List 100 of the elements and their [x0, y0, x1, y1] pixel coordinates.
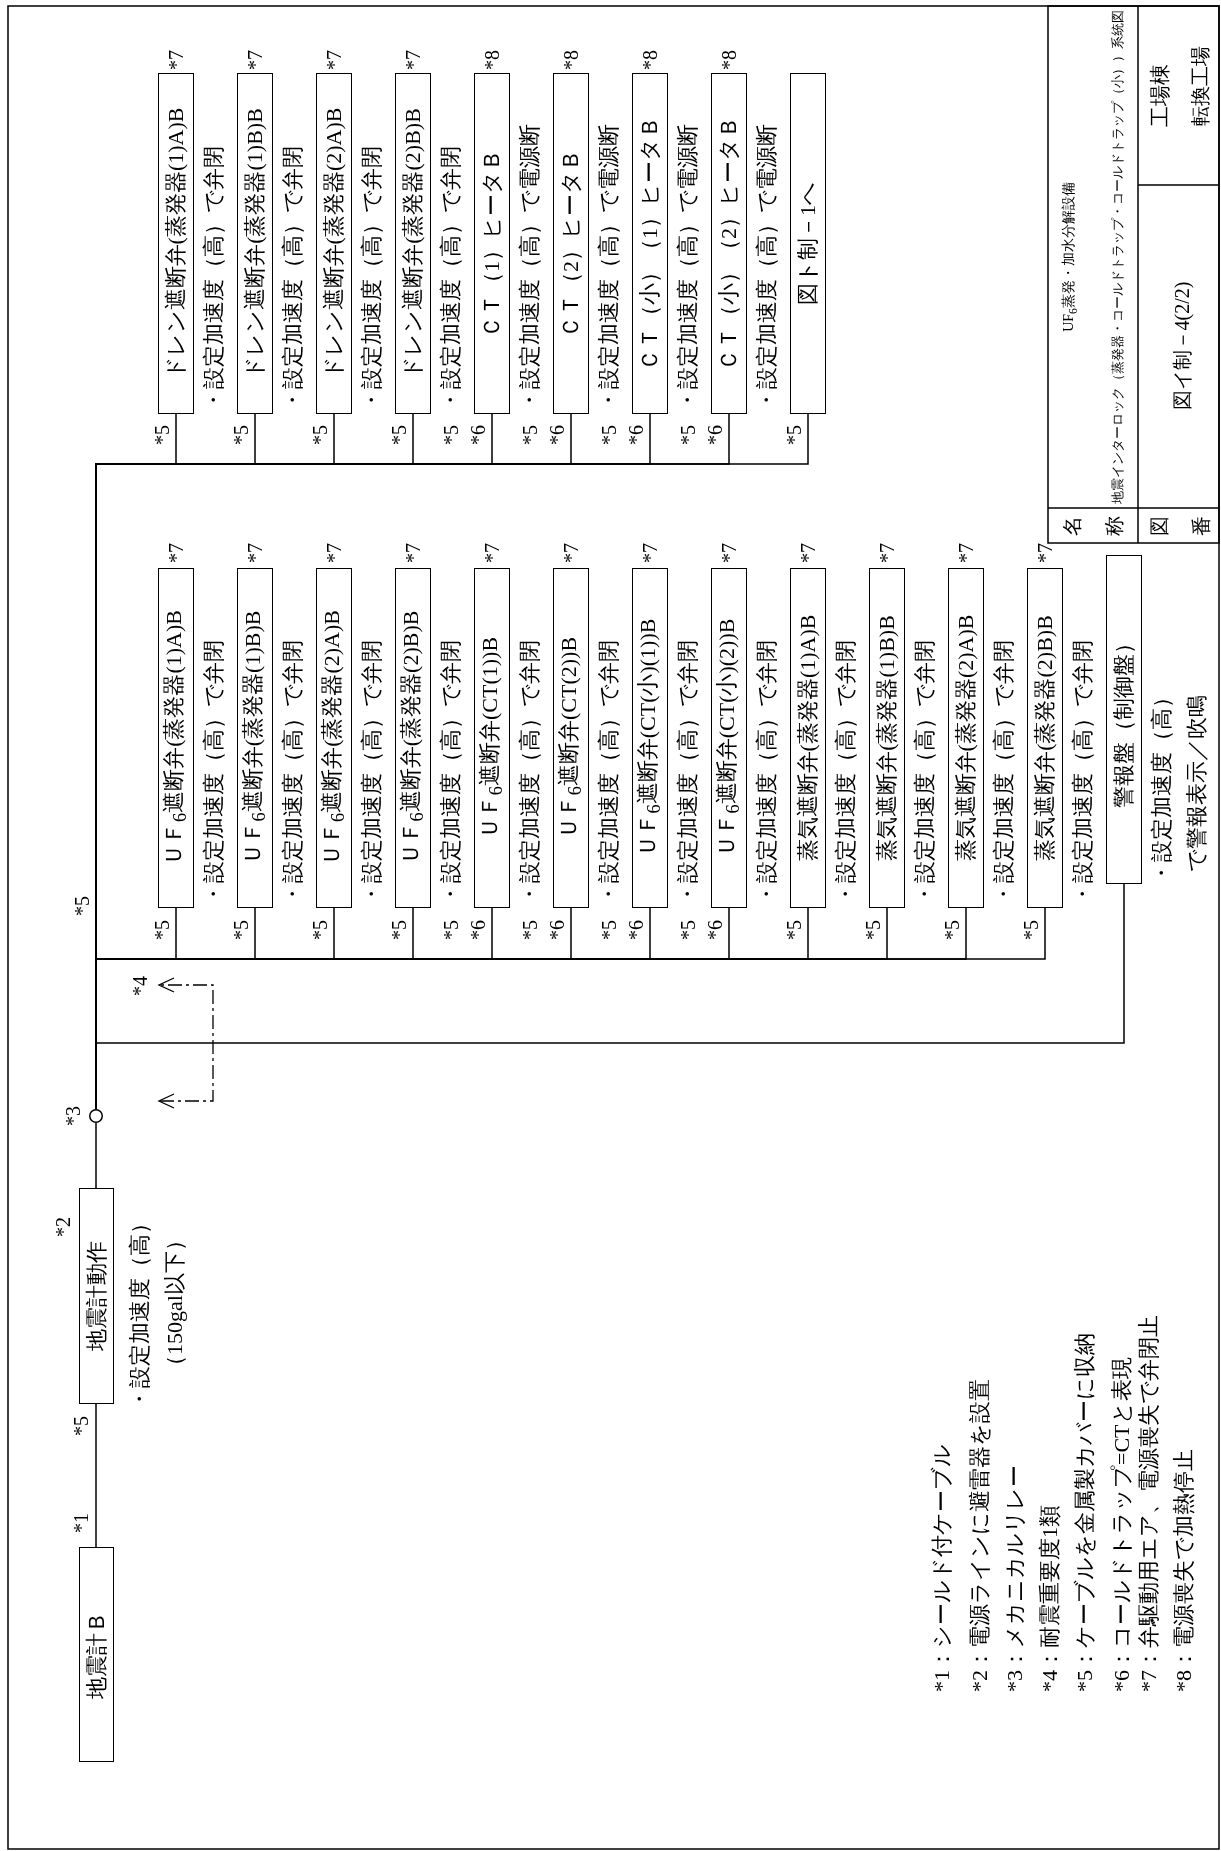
- condition-note: ・設定加速度（高）で電源断: [677, 124, 699, 411]
- device-name: ドレン遮断弁(蒸発器(2)B)B: [402, 108, 424, 379]
- device-name: ドレン遮断弁(蒸発器(2)A)B: [323, 107, 345, 380]
- footnote-marker: *5: [678, 920, 698, 940]
- footnote-marker: *7: [877, 543, 897, 563]
- footnote-marker: *8: [719, 50, 739, 70]
- condition-note: ・設定加速度（高）で弁閉: [282, 146, 304, 411]
- footnote-marker: *8: [561, 50, 581, 70]
- footnote-marker: *5: [784, 920, 804, 940]
- footnote-marker: *7: [324, 50, 344, 70]
- footnote-marker: *6: [705, 425, 725, 445]
- footnote-marker: *7: [166, 50, 186, 70]
- footnote-marker: *5: [520, 920, 540, 940]
- footnote-text: *4：耐震重要度1類: [1039, 1505, 1061, 1692]
- device-name: ＣＴ（小）（2）ヒータＢ: [718, 116, 740, 371]
- condition-note: ・設定加速度（高）で電源断: [598, 124, 620, 411]
- footnote-marker: *3: [63, 1106, 83, 1126]
- device-name: 図ト制－1へ: [797, 182, 819, 305]
- device-name: 地震計動作: [85, 1241, 108, 1351]
- condition-note: ・設定加速度（高）で弁閉: [361, 640, 383, 905]
- footnote-marker: *7: [245, 50, 265, 70]
- footnote-text: *3：メカニカルリレー: [1004, 1465, 1026, 1692]
- condition-note: ・設定加速度（高）で弁閉: [677, 640, 699, 905]
- footnote-marker: *5: [1021, 920, 1041, 940]
- condition-note: ・設定加速度（高）で弁閉: [756, 640, 778, 905]
- footnote-marker: *5: [784, 425, 804, 445]
- footnote-marker: *5: [678, 425, 698, 445]
- footnote-marker: *7: [798, 543, 818, 563]
- condition-note: ・設定加速度（高）で弁閉: [1072, 640, 1094, 905]
- footnote-marker: *7: [403, 50, 423, 70]
- footnote-marker: *7: [561, 543, 581, 563]
- footnote-marker: *5: [599, 425, 619, 445]
- footnote-marker: *7: [166, 543, 186, 563]
- footnote-text: *2：電源ラインに避雷器を設置: [969, 1379, 991, 1692]
- footnote-marker: *6: [626, 425, 646, 445]
- condition-note: ・設定加速度（高）で弁閉: [203, 640, 225, 905]
- footnote-marker: *7: [324, 543, 344, 563]
- condition-note: ・設定加速度（高）で弁閉: [835, 640, 857, 905]
- condition-note: で警報表示／吹鳴: [1186, 695, 1208, 872]
- device-name: ドレン遮断弁(蒸発器(1)A)B: [165, 107, 187, 380]
- condition-note: ・設定加速度（高）で弁閉: [598, 640, 620, 905]
- footnote-text: *1：シールド付ケーブル: [931, 1444, 953, 1692]
- footnote-marker: *7: [403, 543, 423, 563]
- condition-note: ・設定加速度（高）で弁閉: [440, 640, 462, 905]
- footnote-marker: *5: [389, 920, 409, 940]
- footnote-marker: *5: [441, 425, 461, 445]
- footnote-marker: *6: [705, 920, 725, 940]
- device-name: ドレン遮断弁(蒸発器(1)B)B: [244, 108, 266, 379]
- footnote-marker: *5: [231, 920, 251, 940]
- footnote-marker: *7: [640, 543, 660, 563]
- footnote-text: *7：弁駆動用エア、電源喪失で弁閉止: [1138, 1315, 1160, 1692]
- device-name: ＣＴ（小）（1）ヒータＢ: [639, 116, 661, 371]
- footnote-marker: *5: [310, 920, 330, 940]
- footnote-marker: *6: [547, 920, 567, 940]
- condition-note: ・設定加速度（高）で弁閉: [282, 640, 304, 905]
- device-name: 蒸気遮断弁(蒸発器(2)A)B: [955, 614, 977, 862]
- footnote-marker: *4: [130, 976, 150, 996]
- condition-note: （150gal以下）: [164, 1229, 186, 1377]
- footnote-text: *8：電源喪失で加熱停止: [1173, 1449, 1195, 1692]
- title-block-text: 図イ制－4(2/2): [1172, 281, 1192, 411]
- footnote-marker: *5: [152, 425, 172, 445]
- footnote-marker: *5: [389, 425, 409, 445]
- device-box: [790, 73, 826, 414]
- device-name: 蒸気遮断弁(蒸発器(2)B)B: [1034, 615, 1056, 861]
- device-box: [79, 1547, 114, 1762]
- title-block-text: 工場棟: [1149, 63, 1171, 127]
- footnote-marker: *1: [71, 1513, 91, 1533]
- title-block-text: 名称: [1060, 514, 1126, 538]
- condition-note: ・設定加速度（高）で弁閉: [440, 146, 462, 411]
- footnote-text: *5：ケーブルを金属製カバーに収納: [1074, 1333, 1096, 1692]
- footnote-marker: *6: [468, 920, 488, 940]
- footnote-marker: *5: [310, 425, 330, 445]
- footnote-marker: *5: [441, 920, 461, 940]
- footnote-marker: *5: [863, 920, 883, 940]
- footnote-marker: *7: [482, 543, 502, 563]
- device-name: ＣＴ（1）ヒータＢ: [481, 149, 503, 338]
- footnote-marker: *5: [942, 920, 962, 940]
- footnote-marker: *8: [640, 50, 660, 70]
- footnote-marker: *6: [468, 425, 488, 445]
- footnote-marker: *7: [956, 543, 976, 563]
- footnote-marker: *7: [719, 543, 739, 563]
- condition-note: ・設定加速度（高）で弁閉: [519, 640, 541, 905]
- device-name: ＣＴ（2）ヒータＢ: [560, 149, 582, 338]
- footnote-marker: *6: [626, 920, 646, 940]
- device-name: 警報盤（制御盤）: [1113, 631, 1135, 808]
- relay-circle: [89, 1109, 103, 1123]
- device-name: 地震計Ｂ: [85, 1610, 108, 1699]
- footnote-marker: *6: [547, 425, 567, 445]
- title-block-text: 転換工場: [1190, 46, 1210, 126]
- footnote-marker: *7: [245, 543, 265, 563]
- footnote-marker: *5: [599, 920, 619, 940]
- footnote-marker: *5: [231, 425, 251, 445]
- condition-note: ・設定加速度（高）: [1151, 686, 1173, 884]
- title-block-text: 図番: [1147, 514, 1213, 538]
- footnote-marker: *7: [1035, 543, 1055, 563]
- footnote-marker: *8: [482, 50, 502, 70]
- condition-note: ・設定加速度（高）で弁閉: [993, 640, 1015, 905]
- condition-note: ・設定加速度（高）で弁閉: [914, 640, 936, 905]
- footnote-marker: *5: [520, 425, 540, 445]
- footnote-marker: *5: [72, 896, 92, 916]
